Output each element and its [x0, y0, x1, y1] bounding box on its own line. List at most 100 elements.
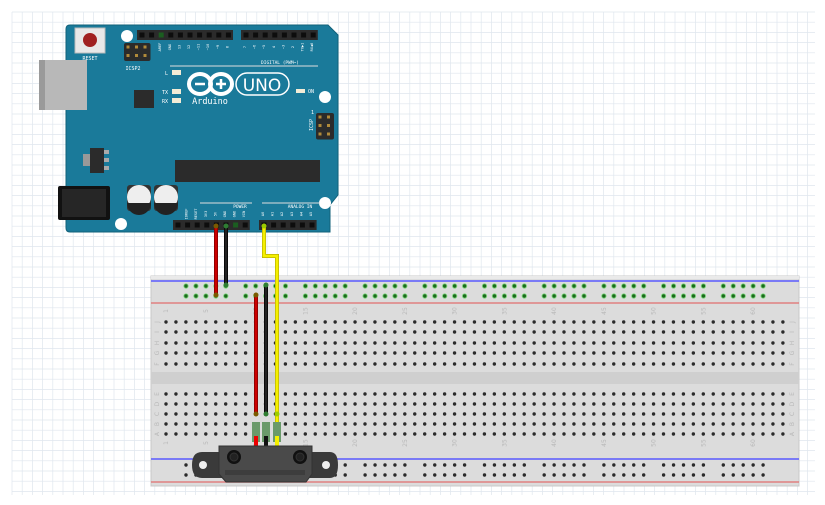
- breadboard-hole[interactable]: [472, 341, 477, 345]
- breadboard-hole[interactable]: [343, 412, 347, 416]
- breadboard-hole[interactable]: [443, 463, 447, 467]
- breadboard-hole[interactable]: [363, 412, 367, 416]
- breadboard-hole[interactable]: [651, 341, 656, 345]
- breadboard-hole[interactable]: [542, 351, 546, 355]
- breadboard-hole[interactable]: [542, 362, 546, 366]
- breadboard-hole[interactable]: [452, 362, 457, 366]
- breadboard-hole[interactable]: [582, 422, 586, 426]
- breadboard-hole[interactable]: [403, 341, 407, 345]
- breadboard-hole[interactable]: [303, 330, 307, 334]
- breadboard-hole[interactable]: [322, 293, 328, 299]
- breadboard-hole[interactable]: [383, 320, 387, 324]
- breadboard-hole[interactable]: [413, 402, 417, 406]
- breadboard-hole[interactable]: [532, 412, 536, 416]
- breadboard-hole[interactable]: [641, 392, 646, 396]
- breadboard-hole[interactable]: [462, 463, 467, 467]
- breadboard-hole[interactable]: [332, 283, 338, 289]
- breadboard-hole[interactable]: [462, 473, 467, 477]
- breadboard-hole[interactable]: [342, 283, 348, 289]
- breadboard-hole[interactable]: [174, 412, 178, 416]
- breadboard-hole[interactable]: [592, 351, 596, 355]
- breadboard-hole[interactable]: [701, 402, 705, 406]
- breadboard-hole[interactable]: [711, 320, 715, 324]
- breadboard-hole[interactable]: [642, 463, 646, 467]
- breadboard-hole[interactable]: [651, 351, 656, 355]
- breadboard-hole[interactable]: [343, 432, 347, 436]
- breadboard-hole[interactable]: [214, 422, 218, 426]
- signal-wire[interactable]: [262, 225, 279, 434]
- breadboard-hole[interactable]: [174, 402, 178, 406]
- breadboard-hole[interactable]: [502, 473, 507, 477]
- breadboard-hole[interactable]: [731, 422, 735, 426]
- breadboard-hole[interactable]: [164, 330, 168, 334]
- breadboard-hole[interactable]: [622, 473, 626, 477]
- breadboard-hole[interactable]: [661, 283, 667, 289]
- breadboard-hole[interactable]: [621, 293, 627, 299]
- breadboard-hole[interactable]: [204, 330, 208, 334]
- breadboard-hole[interactable]: [502, 463, 507, 467]
- breadboard-hole[interactable]: [632, 473, 636, 477]
- breadboard-hole[interactable]: [522, 422, 526, 426]
- breadboard-hole[interactable]: [561, 283, 567, 289]
- breadboard-hole[interactable]: [622, 432, 626, 436]
- breadboard-hole[interactable]: [562, 432, 566, 436]
- header-pin[interactable]: 12: [187, 32, 193, 50]
- breadboard-hole[interactable]: [671, 402, 676, 406]
- breadboard-hole[interactable]: [761, 432, 765, 436]
- breadboard-hole[interactable]: [233, 320, 238, 324]
- breadboard-hole[interactable]: [721, 392, 725, 396]
- breadboard-hole[interactable]: [741, 473, 745, 477]
- header-pin[interactable]: 13: [177, 32, 183, 50]
- breadboard-hole[interactable]: [671, 412, 676, 416]
- breadboard-hole[interactable]: [562, 330, 566, 334]
- breadboard-hole[interactable]: [303, 392, 307, 396]
- breadboard-hole[interactable]: [303, 402, 307, 406]
- breadboard-hole[interactable]: [701, 330, 705, 334]
- breadboard-hole[interactable]: [562, 422, 566, 426]
- breadboard-hole[interactable]: [661, 392, 666, 396]
- breadboard-hole[interactable]: [721, 473, 725, 477]
- breadboard-hole[interactable]: [741, 320, 745, 324]
- breadboard-hole[interactable]: [482, 341, 487, 345]
- breadboard-hole[interactable]: [512, 351, 516, 355]
- breadboard-hole[interactable]: [204, 402, 208, 406]
- breadboard-hole[interactable]: [482, 402, 487, 406]
- breadboard-hole[interactable]: [482, 362, 487, 366]
- breadboard-hole[interactable]: [741, 422, 745, 426]
- breadboard-hole[interactable]: [243, 341, 248, 345]
- breadboard-hole[interactable]: [552, 463, 556, 467]
- header-pin[interactable]: ~6: [253, 32, 259, 50]
- breadboard-hole[interactable]: [741, 402, 745, 406]
- breadboard-hole[interactable]: [432, 392, 437, 396]
- breadboard-hole[interactable]: [373, 412, 377, 416]
- breadboard-hole[interactable]: [651, 412, 656, 416]
- breadboard-hole[interactable]: [681, 463, 686, 467]
- breadboard-hole[interactable]: [741, 362, 745, 366]
- breadboard-hole[interactable]: [293, 362, 298, 366]
- breadboard-hole[interactable]: [283, 330, 288, 334]
- breadboard-hole[interactable]: [423, 432, 427, 436]
- breadboard-hole[interactable]: [194, 341, 198, 345]
- breadboard-hole[interactable]: [492, 351, 497, 355]
- breadboard-hole[interactable]: [552, 432, 556, 436]
- breadboard-hole[interactable]: [741, 463, 745, 467]
- breadboard-hole[interactable]: [293, 330, 298, 334]
- breadboard-hole[interactable]: [472, 402, 477, 406]
- breadboard-hole[interactable]: [612, 473, 616, 477]
- breadboard-hole[interactable]: [622, 362, 626, 366]
- breadboard-hole[interactable]: [393, 392, 397, 396]
- breadboard-hole[interactable]: [423, 362, 427, 366]
- breadboard-hole[interactable]: [552, 341, 556, 345]
- breadboard-hole[interactable]: [452, 330, 457, 334]
- breadboard-hole[interactable]: [363, 422, 367, 426]
- breadboard-hole[interactable]: [224, 362, 228, 366]
- breadboard-hole[interactable]: [632, 463, 636, 467]
- breadboard-hole[interactable]: [781, 362, 785, 366]
- breadboard-hole[interactable]: [393, 320, 397, 324]
- breadboard-hole[interactable]: [164, 362, 168, 366]
- breadboard-hole[interactable]: [383, 402, 387, 406]
- breadboard-hole[interactable]: [373, 422, 377, 426]
- breadboard-hole[interactable]: [582, 473, 586, 477]
- breadboard-hole[interactable]: [492, 402, 497, 406]
- breadboard-hole[interactable]: [442, 320, 447, 324]
